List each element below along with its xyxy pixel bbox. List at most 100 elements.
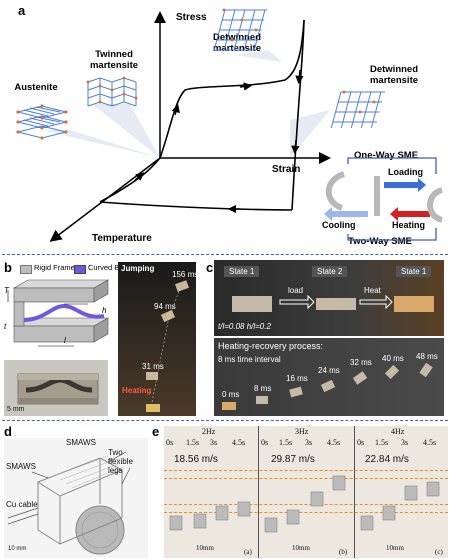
group-2hz: 2Hz 0s 1.5s 3s 4.5s 18.56 m/s (a) — [164, 426, 258, 558]
cooling-label: Cooling — [322, 220, 356, 230]
time-a-3: 4.5s — [232, 438, 246, 447]
time-32ms: 32 ms — [350, 358, 372, 367]
rigid-frame-legend: Rigid Frame — [34, 263, 75, 272]
detwinned-martensite-top-label: Detwinned martensite — [212, 32, 262, 54]
detwinned-top-lattice-icon — [213, 8, 268, 51]
guide-line-2 — [164, 478, 448, 479]
strain-axis-label: Strain — [272, 164, 301, 175]
load-label: load — [288, 286, 304, 295]
state-transition-photo: State 1 State 2 State 1 load Heat t/l=0.… — [214, 260, 444, 336]
time-a-2: 3s — [210, 438, 218, 447]
dim-l-label: l — [64, 336, 66, 345]
time-8ms: 8 ms — [254, 384, 272, 393]
time-c-3: 4.5s — [423, 438, 437, 447]
panel-e-letter: e — [152, 424, 160, 439]
temperature-axis-label: Temperature — [92, 233, 152, 244]
speed-3hz: 29.87 m/s — [271, 454, 315, 465]
heating-path — [99, 201, 293, 211]
cu-cable-label: Cu cable — [6, 500, 38, 509]
heating-label-b: Heating — [122, 386, 152, 395]
detwinned-martensite-right-label: Detwinned martensite — [369, 64, 419, 86]
scale-e-1: 10mm — [196, 544, 214, 552]
unloading-curve — [291, 19, 305, 211]
time-a-0: 0s — [166, 438, 174, 447]
loading-curve — [159, 19, 305, 159]
state1b-tag: State 1 — [396, 266, 432, 277]
twinned-martensite-label: Twinned martensite — [89, 49, 139, 71]
loading-label: Loading — [388, 167, 423, 177]
speed-2hz: 18.56 m/s — [174, 454, 218, 465]
time-40ms: 40 ms — [382, 354, 404, 363]
time-48ms: 48 ms — [416, 352, 438, 361]
time-b-2: 3s — [305, 438, 313, 447]
smaws-label-2: SMAWS — [6, 462, 36, 471]
jumping-photo: Jumping 156 ms 94 ms 31 ms Heating — [118, 262, 196, 416]
guide-line-3 — [164, 504, 448, 505]
panel-c-letter: c — [206, 260, 214, 275]
time-16ms: 16 ms — [286, 374, 308, 383]
state1-tag: State 1 — [224, 266, 260, 277]
group-separator-2 — [354, 426, 355, 558]
detwinned-right-lattice-icon — [330, 90, 386, 128]
sub-c: (c) — [435, 548, 443, 556]
panel-b-letter: b — [4, 260, 12, 275]
rigid-frame-swatch — [20, 265, 32, 274]
guide-line-4 — [164, 512, 448, 513]
panel-a-letter: a — [18, 3, 26, 18]
state2-tag: State 2 — [312, 266, 348, 277]
process-title: Heating-recovery process: — [218, 341, 324, 351]
device-scale-label: 5 mm — [7, 406, 25, 413]
freq-3hz: 3Hz — [295, 427, 309, 436]
scale-e-2: 10mm — [292, 544, 310, 552]
speed-4hz: 22.84 m/s — [365, 454, 409, 465]
group-4hz: 4Hz 0s 1.5s 3s 4.5s 22.84 m/s (c) — [355, 426, 448, 558]
device-photo: 5 mm — [4, 360, 108, 416]
jump-time-94: 94 ms — [154, 302, 176, 311]
two-way-sme-label: Two-Way SME — [348, 236, 412, 247]
time-24ms: 24 ms — [318, 366, 340, 375]
stress-strain-temperature-diagram — [42, 11, 331, 242]
ratio-label: t/l=0.08 h/l=0.2 — [218, 322, 271, 331]
freq-4hz: 4Hz — [391, 427, 405, 436]
jumping-title: Jumping — [121, 264, 155, 273]
time-c-0: 0s — [357, 438, 365, 447]
curved-beam-swatch — [74, 265, 86, 274]
group-3hz: 3Hz 0s 1.5s 3s 4.5s 29.87 m/s (b) — [259, 426, 354, 558]
time-0ms: 0 ms — [222, 390, 240, 399]
panel-d: d SMAWS SMAWS Two flexible legs Cu cable… — [0, 422, 150, 559]
panel-d-letter: d — [4, 424, 12, 439]
heat-label: Heat — [364, 286, 381, 295]
panel-a: a — [0, 0, 450, 252]
austenite-label: Austenite — [14, 82, 58, 93]
group-separator-1 — [258, 426, 259, 558]
austenite-lattice-icon — [16, 104, 68, 140]
jump-time-31: 31 ms — [142, 362, 164, 371]
sub-a: (a) — [244, 548, 252, 556]
panel-b: b Rigid Frame Curved Beam T t h l 5 mm — [0, 256, 200, 418]
guide-line-1 — [164, 470, 448, 471]
two-flexible-legs-label: Two flexible legs — [108, 448, 133, 475]
twinned-lattice-icon — [86, 76, 138, 107]
time-b-1: 1.5s — [279, 438, 293, 447]
sme-cycle-graphic — [324, 157, 444, 241]
dim-h-label: h — [102, 306, 107, 315]
jump-time-156: 156 ms — [172, 270, 196, 279]
curved-beam-legend: Curved Beam — [88, 263, 134, 272]
heating-label: Heating — [392, 220, 426, 230]
beam-schematic — [7, 279, 110, 347]
panel-c: c State 1 State 2 State 1 load Heat t/l=… — [204, 256, 448, 418]
dim-t-label: t — [4, 322, 7, 331]
one-way-sme-label: One-Way SME — [354, 150, 419, 161]
time-b-3: 4.5s — [327, 438, 341, 447]
sub-b: (b) — [339, 548, 348, 556]
interval-label: 8 ms time interval — [218, 355, 281, 364]
austenite-beam — [42, 130, 160, 158]
scale-e-3: 10mm — [386, 544, 404, 552]
freq-2hz: 2Hz — [202, 427, 216, 436]
dim-T-label: T — [4, 286, 9, 295]
detwinned-top-beam — [235, 50, 282, 62]
panel-e: e 2Hz 0s 1.5s 3s 4.5s 18.56 m/s (a) — [150, 422, 450, 559]
smaws-label-1: SMAWS — [66, 438, 96, 447]
stress-axis-label: Stress — [176, 12, 207, 23]
crawling-photo: 2Hz 0s 1.5s 3s 4.5s 18.56 m/s (a) 3Hz 0s… — [164, 426, 448, 558]
